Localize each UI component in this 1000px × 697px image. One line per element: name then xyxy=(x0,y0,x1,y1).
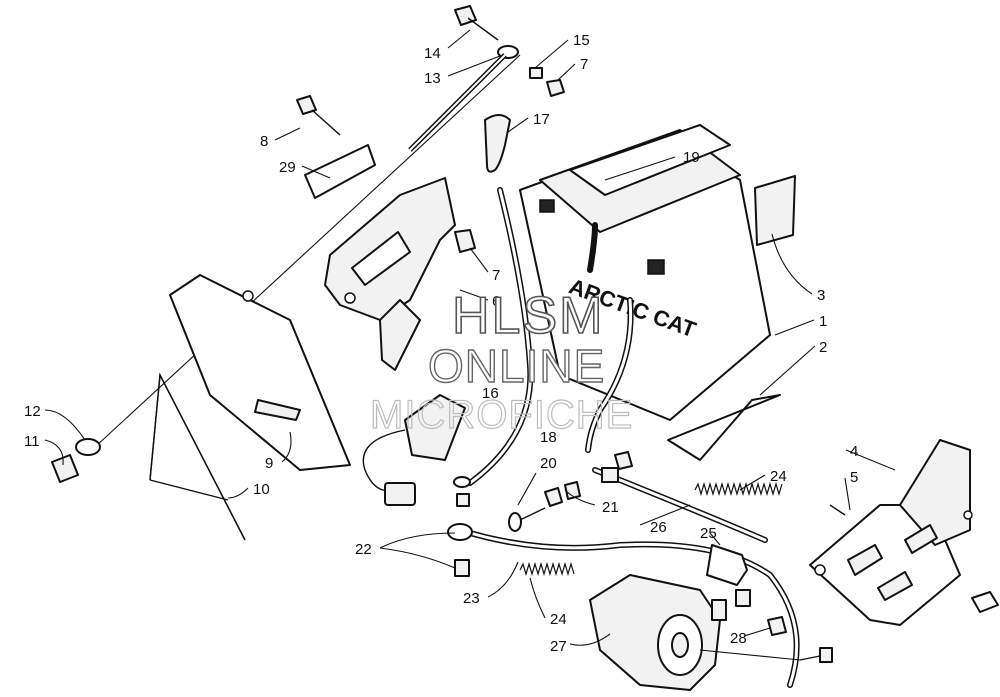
part-nut-right xyxy=(971,591,999,613)
callout-20: 20 xyxy=(540,455,557,472)
part-spring-24-upper xyxy=(694,481,783,497)
part-spring-24-lower xyxy=(519,561,575,577)
callout-15: 15 xyxy=(573,32,590,49)
part-spacer-15 xyxy=(529,67,543,79)
callout-22: 22 xyxy=(355,541,372,558)
callout-11: 11 xyxy=(24,433,40,450)
part-stand-10 xyxy=(149,372,246,541)
part-nut-28 xyxy=(767,616,787,636)
part-nut-7-top xyxy=(546,79,565,97)
part-starter-27 xyxy=(589,574,727,691)
callout-1: 1 xyxy=(819,313,827,330)
part-terminal-22 xyxy=(447,523,473,541)
callout-19: 19 xyxy=(683,149,700,166)
callout-23: 23 xyxy=(463,590,480,607)
part-battery-1 xyxy=(519,124,771,421)
callout-5: 5 xyxy=(850,469,858,486)
part-nut-7-mid xyxy=(454,229,476,253)
callout-25: 25 xyxy=(700,525,717,542)
leader-lines xyxy=(44,29,896,661)
part-bolt-8 xyxy=(296,95,341,136)
callout-29: 29 xyxy=(279,159,296,176)
starter-terminal xyxy=(735,589,751,607)
part-vent-tube-19 xyxy=(587,222,598,273)
part-nut-21c xyxy=(601,467,619,483)
callout-7b: 7 xyxy=(492,267,500,284)
callout-14: 14 xyxy=(424,45,441,62)
part-bolt-28b xyxy=(799,647,833,663)
callout-2: 2 xyxy=(819,339,827,356)
callout-9: 9 xyxy=(265,455,273,472)
part-rod-13 xyxy=(408,53,507,152)
callout-18: 18 xyxy=(540,429,557,446)
callout-8: 8 xyxy=(260,133,268,150)
part-bolt-20 xyxy=(508,507,546,532)
callout-numbers: 14 15 7 13 17 8 29 19 7 6 3 1 2 16 12 11… xyxy=(24,32,858,655)
watermark: HLSM ONLINE MICROFICHE xyxy=(369,286,633,437)
watermark-line1: HLSM xyxy=(452,287,604,345)
watermark-line3: MICROFICHE xyxy=(370,393,633,437)
part-solenoid xyxy=(362,394,466,506)
part-bracket-6 xyxy=(324,177,456,371)
callout-28: 28 xyxy=(730,630,747,647)
callout-17: 17 xyxy=(533,111,550,128)
part-washer-20 xyxy=(544,487,563,507)
guide-line xyxy=(94,54,521,448)
part-boot-25 xyxy=(706,544,748,586)
part-nut-21b xyxy=(614,451,633,470)
callout-26: 26 xyxy=(650,519,667,536)
part-pad-2 xyxy=(667,394,781,461)
watermark-line2: ONLINE xyxy=(428,340,605,392)
callout-16: 16 xyxy=(482,385,499,402)
callout-21: 21 xyxy=(602,499,619,516)
part-bracket-4 xyxy=(809,439,973,626)
part-boot-17 xyxy=(484,114,511,173)
callout-27: 27 xyxy=(550,638,567,655)
part-screw-5 xyxy=(829,504,846,516)
part-bolt-14 xyxy=(454,5,499,41)
callout-12: 12 xyxy=(24,403,41,420)
part-plate-29 xyxy=(304,144,376,199)
ring-terminal xyxy=(453,476,471,488)
callout-24b: 24 xyxy=(550,611,567,628)
callout-6: 6 xyxy=(492,293,500,310)
callout-24: 24 xyxy=(770,468,787,485)
callout-7: 7 xyxy=(580,56,588,73)
part-washer-12 xyxy=(75,438,101,456)
part-nut-21a xyxy=(564,481,581,500)
part-nut-22b xyxy=(454,559,470,577)
callout-10: 10 xyxy=(253,481,270,498)
part-nut-11 xyxy=(51,454,79,483)
callout-3: 3 xyxy=(817,287,825,304)
callout-13: 13 xyxy=(424,70,441,87)
callout-4: 4 xyxy=(850,443,858,460)
part-pad-3 xyxy=(754,175,796,246)
part-nut-22a xyxy=(456,493,470,507)
part-plate-9 xyxy=(169,274,351,471)
